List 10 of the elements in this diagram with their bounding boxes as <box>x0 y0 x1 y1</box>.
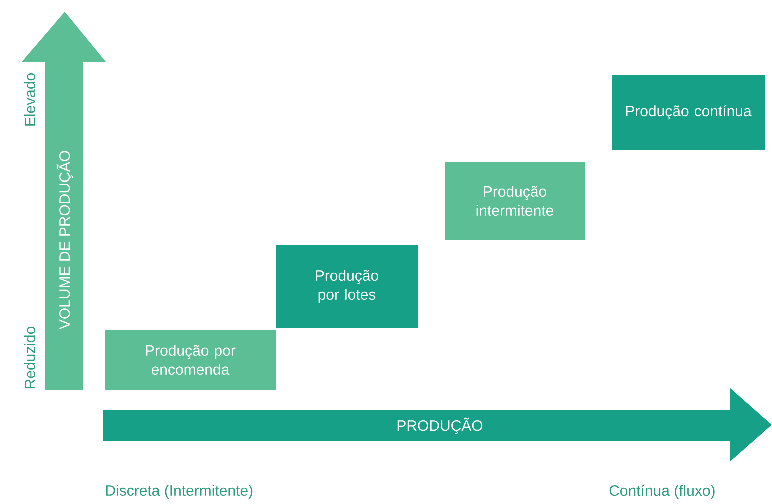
process-box: Produção por encomenda <box>105 330 276 390</box>
process-box: Produção contínua <box>612 75 765 150</box>
process-box: Produção por lotes <box>276 245 418 328</box>
process-box: Produção intermitente <box>445 162 585 240</box>
axis-label: Contínua (fluxo) <box>610 484 715 500</box>
axis-title: PRODUÇÃO <box>398 418 483 434</box>
axis-label: Elevado <box>24 74 36 126</box>
axis-label: Discreta (Intermitente) <box>106 485 253 499</box>
axis-title: VOLUME DE PRODUÇÃO <box>56 151 74 330</box>
axis-label: Reduzido <box>24 326 36 388</box>
